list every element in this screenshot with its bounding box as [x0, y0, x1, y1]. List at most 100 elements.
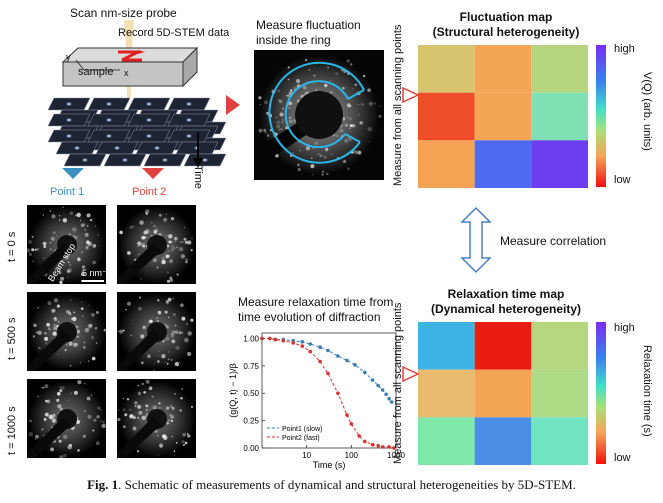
sample-slab: [61, 46, 199, 88]
relax-side-label: Measure from all scanning points: [392, 302, 404, 464]
frame-tile: [55, 141, 99, 155]
pattern-p1-t0: [27, 205, 106, 284]
pattern-p2-t1000: [117, 379, 196, 458]
row-label-t1000: t = 1000 s: [6, 406, 18, 455]
frame-tile: [47, 113, 91, 127]
data-point: [273, 337, 278, 342]
data-point: [370, 378, 375, 382]
diffraction-image: [117, 379, 195, 458]
data-point: [308, 342, 313, 346]
pattern-p2-t0: [117, 205, 196, 284]
relax-title-2: time evolution of diffraction: [238, 310, 381, 324]
relaxation-colorbar: [596, 322, 606, 464]
diffraction-image: [117, 294, 195, 371]
diffraction-image: [27, 380, 106, 458]
data-point: [376, 383, 381, 388]
data-point: [336, 391, 340, 396]
data-point: [300, 340, 305, 344]
sample-axes: [75, 59, 120, 71]
map-cell: [418, 92, 475, 141]
relax-map-subtitle: (Dynamical heterogeneity): [430, 302, 582, 316]
relax-cbar-label: Relaxation time (s): [641, 345, 653, 437]
frame-tile: [183, 153, 227, 167]
map-cell: [531, 417, 588, 465]
axis-x-label: x: [124, 68, 129, 78]
fluct-map-subtitle: (Structural heterogeneity): [432, 25, 580, 39]
map-cell: [418, 322, 475, 370]
data-point: [380, 445, 385, 449]
x-tick-label: 10: [302, 451, 311, 460]
sample-label: sample: [78, 66, 114, 78]
point1-label: Point 1: [50, 186, 85, 198]
data-point: [389, 400, 394, 404]
y-axis-label: (g(Q, t) − 1)/β: [228, 363, 238, 417]
x-tick-label: 1000: [387, 451, 405, 460]
point2-marker-icon: [142, 168, 164, 179]
caption-text: . Schematic of measurements of dynamical…: [118, 477, 576, 492]
scale-bar: [82, 280, 104, 282]
frame-tile: [135, 141, 179, 155]
frame-tile: [167, 113, 211, 127]
y-tick-label: 0.50: [243, 389, 259, 398]
frame-tile: [127, 129, 171, 143]
data-point: [387, 445, 391, 449]
frame-tile: [127, 113, 171, 127]
map-cell: [418, 369, 475, 418]
fluct-cbar-label: V(Q) (arb. units): [641, 72, 653, 151]
time-label: Time: [192, 165, 204, 190]
legend-label: Point2 (fast): [282, 435, 320, 442]
map-cell: [474, 322, 532, 370]
data-point: [336, 354, 340, 358]
y-tick-label: 1.00: [243, 334, 259, 343]
fluct-high-label: high: [614, 43, 635, 55]
data-point: [291, 341, 296, 345]
arrow-right-icon: [226, 95, 240, 115]
axis-y-label: y: [66, 52, 71, 62]
point1-marker-icon: [62, 168, 84, 179]
data-point: [345, 413, 349, 417]
y-tick-label: 0.25: [243, 417, 259, 426]
fluctuation-colorbar: [596, 45, 606, 187]
relax-low-label: low: [614, 452, 631, 464]
legend-label: Point1 (slow): [282, 426, 322, 433]
fluct-side-arrow-icon: [402, 86, 420, 104]
data-point: [326, 348, 330, 353]
map-cell: [418, 45, 475, 93]
data-point: [318, 345, 322, 350]
data-point: [345, 358, 349, 363]
scale-bar-label: 5 nm⁻¹: [82, 268, 110, 278]
data-point: [300, 344, 305, 348]
diffraction-image: [27, 294, 106, 371]
data-point: [370, 442, 375, 447]
map-cell: [531, 45, 588, 93]
pattern-p2-t500: [117, 292, 196, 371]
map-cell: [531, 322, 588, 370]
data-point: [318, 359, 322, 364]
data-point: [260, 336, 264, 341]
frame-tile: [95, 141, 139, 155]
fluct-side-label: Measure from all scanning points: [392, 24, 404, 186]
map-cell: [474, 92, 532, 141]
relax-title-1: Measure relaxation time from: [238, 295, 394, 309]
x-axis-label: Time (s): [313, 460, 346, 470]
data-point: [281, 338, 286, 343]
scan-probe-label: Scan nm-size probe: [70, 6, 177, 20]
frame-tile: [47, 129, 91, 143]
map-cell: [418, 140, 475, 188]
fluctuation-pattern: [254, 50, 384, 180]
correlation-label: Measure correlation: [500, 234, 607, 248]
relaxation-map: [418, 322, 588, 465]
map-cell: [474, 417, 532, 465]
data-point: [384, 392, 388, 397]
map-cell: [474, 45, 532, 93]
relax-high-label: high: [614, 322, 635, 334]
row-label-t0: t = 0 s: [6, 231, 18, 262]
frame-tile: [127, 97, 171, 111]
frame-tile: [87, 113, 131, 127]
time-arrow-icon: [193, 132, 203, 168]
map-cell: [474, 369, 532, 418]
frame-tile: [63, 153, 107, 167]
frame-tile: [143, 153, 187, 167]
relax-map-title: Relaxation time map: [447, 287, 565, 301]
